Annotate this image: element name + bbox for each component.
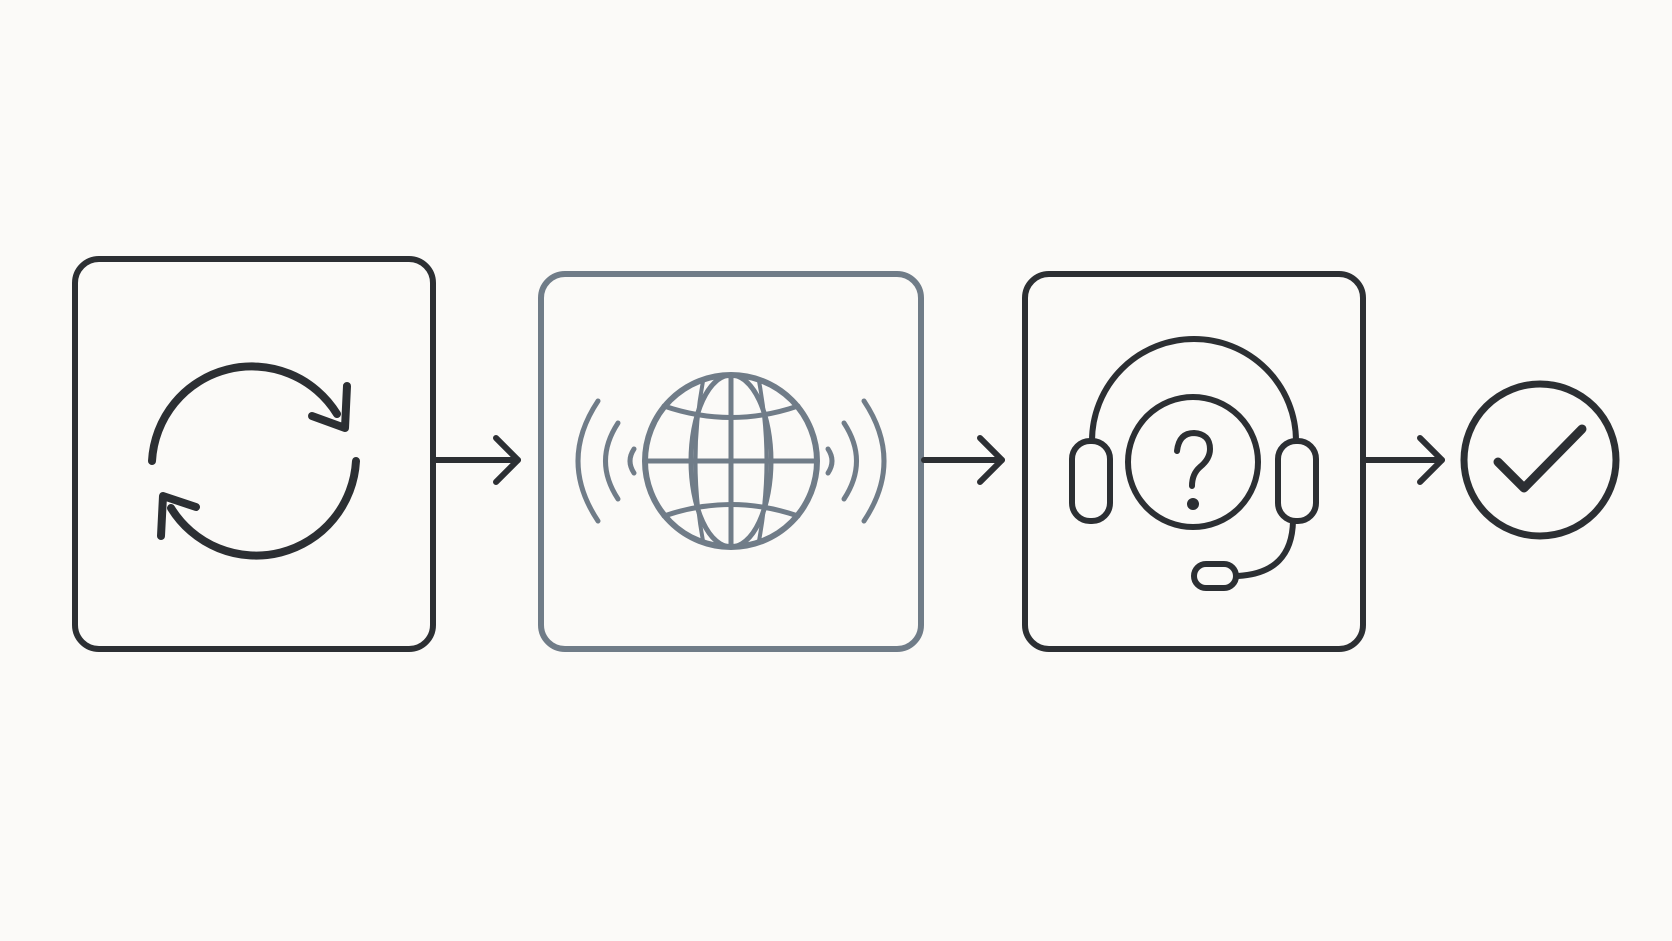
step-box-refresh — [72, 256, 436, 652]
checkmark-circle-icon — [1460, 380, 1620, 540]
final-check — [1458, 378, 1622, 542]
connector-arrow-3 — [1363, 430, 1446, 490]
globe-broadcast-icon — [538, 271, 924, 652]
step-box-globe — [538, 271, 924, 652]
arrow-right-icon — [1363, 435, 1445, 485]
connector-arrow-1 — [433, 430, 522, 490]
arrow-right-icon — [921, 435, 1005, 485]
refresh-arrows-icon — [72, 256, 436, 652]
connector-arrow-2 — [921, 430, 1005, 490]
step-box-support — [1022, 271, 1366, 652]
headset-question-icon — [1022, 271, 1366, 652]
arrow-right-icon — [433, 435, 521, 485]
